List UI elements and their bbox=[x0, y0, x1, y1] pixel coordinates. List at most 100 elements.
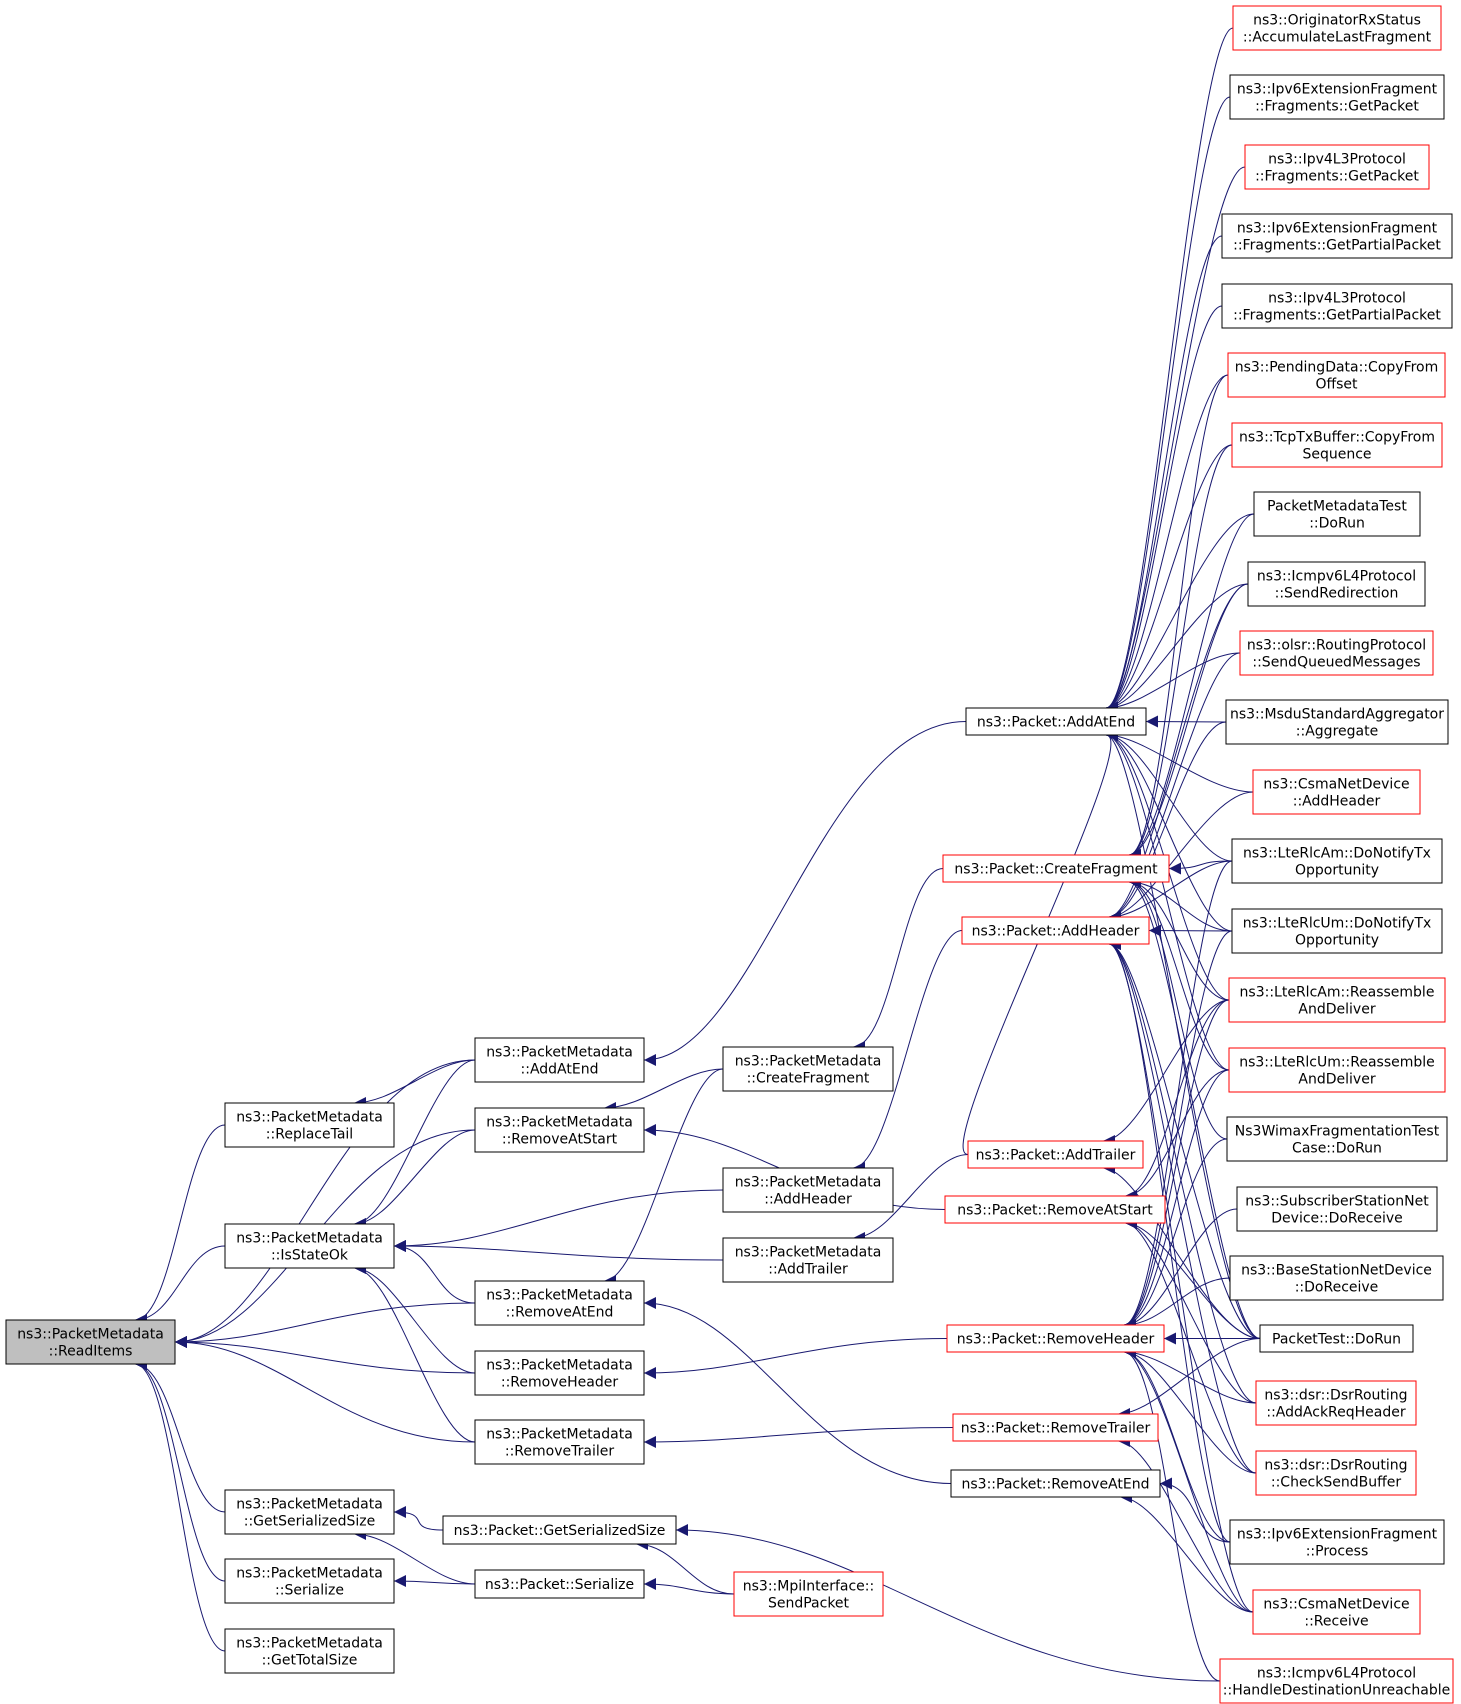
node-p-serialize[interactable]: ns3::Packet::Serialize bbox=[474, 1569, 645, 1599]
node-dsr-checksend[interactable]: ns3::dsr::DsrRouting::CheckSendBuffer bbox=[1255, 1450, 1417, 1496]
node-mpi-sendpacket[interactable]: ns3::MpiInterface::SendPacket bbox=[733, 1571, 884, 1617]
node-p-getserializedsize[interactable]: ns3::Packet::GetSerializedSize bbox=[442, 1515, 677, 1545]
edge-csma-receive-to-p-removetrailer bbox=[1117, 1435, 1254, 1613]
edge-ipv6frag-getpacket-to-p-addatend bbox=[1105, 96, 1231, 714]
node-label-line: ns3::PacketMetadata bbox=[236, 1231, 383, 1247]
node-label-line: ::RemoveTrailer bbox=[505, 1444, 614, 1460]
node-p-removeatend[interactable]: ns3::Packet::RemoveAtEnd bbox=[950, 1469, 1161, 1498]
node-icmpv6-handle[interactable]: ns3::Icmpv6L4Protocol::HandleDestination… bbox=[1219, 1658, 1454, 1704]
node-label-line: ns3::Ipv6ExtensionFragment bbox=[1237, 221, 1438, 237]
edge-lterlcum-notify-to-p-addatend bbox=[1105, 729, 1233, 932]
node-ipv4l3-getpartial[interactable]: ns3::Ipv4L3Protocol::Fragments::GetParti… bbox=[1221, 283, 1453, 329]
node-pm-addheader[interactable]: ns3::PacketMetadata::AddHeader bbox=[722, 1167, 894, 1213]
node-box bbox=[1229, 1519, 1445, 1565]
node-pm-getserializedsize[interactable]: ns3::PacketMetadata::GetSerializedSize bbox=[224, 1489, 395, 1535]
node-msdu-agg[interactable]: ns3::MsduStandardAggregator::Aggregate bbox=[1225, 699, 1449, 745]
node-box bbox=[224, 1628, 395, 1674]
node-box bbox=[1255, 1450, 1417, 1496]
node-icmpv6-sendredir[interactable]: ns3::Icmpv6L4Protocol::SendRedirection bbox=[1247, 561, 1426, 607]
node-p-removeheader[interactable]: ns3::Packet::RemoveHeader bbox=[946, 1324, 1165, 1353]
node-pm-removeheader[interactable]: ns3::PacketMetadata::RemoveHeader bbox=[474, 1350, 645, 1396]
edge-lterlcum-notify-to-p-addheader bbox=[1148, 924, 1233, 937]
edge-wimax-frag-to-p-createfragment bbox=[1128, 876, 1228, 1140]
node-label-line: ns3::PacketMetadata bbox=[236, 1636, 383, 1652]
node-box bbox=[1226, 1116, 1448, 1162]
node-box bbox=[722, 1046, 894, 1092]
edge-dsr-ackreq-to-p-removeheader bbox=[1123, 1346, 1257, 1404]
node-label-line: ::AddTrailer bbox=[768, 1262, 848, 1278]
node-p-addheader[interactable]: ns3::Packet::AddHeader bbox=[961, 916, 1150, 945]
node-pm-addatend[interactable]: ns3::PacketMetadata::AddAtEnd bbox=[474, 1037, 645, 1083]
node-orig-rx[interactable]: ns3::OriginatorRxStatus::AccumulateLastF… bbox=[1232, 5, 1442, 51]
node-label-line: ns3::PacketMetadata bbox=[486, 1045, 633, 1061]
node-box bbox=[1227, 352, 1446, 398]
node-olsr-send[interactable]: ns3::olsr::RoutingProtocol::SendQueuedMe… bbox=[1239, 630, 1434, 676]
node-label-line: ::RemoveAtEnd bbox=[506, 1305, 614, 1321]
node-box bbox=[474, 1350, 645, 1396]
node-p-addtrailer[interactable]: ns3::Packet::AddTrailer bbox=[967, 1140, 1144, 1169]
node-label-line: ::IsStateOk bbox=[271, 1248, 349, 1264]
node-p-createfragment[interactable]: ns3::Packet::CreateFragment bbox=[942, 854, 1170, 883]
edge-dsr-checksend-to-p-removeheader bbox=[1123, 1346, 1257, 1474]
node-label-line: ns3::PacketMetadata bbox=[17, 1327, 164, 1343]
node-pmtest-dorun[interactable]: PacketMetadataTest::DoRun bbox=[1253, 491, 1421, 537]
node-ipv6frag-getpartial[interactable]: ns3::Ipv6ExtensionFragment::Fragments::G… bbox=[1221, 213, 1453, 259]
edge-p-removetrailer-to-pm-removetrailer bbox=[643, 1427, 954, 1448]
node-pm-gettotalsize[interactable]: ns3::PacketMetadata::GetTotalSize bbox=[224, 1628, 395, 1674]
node-pm-createfragment[interactable]: ns3::PacketMetadata::CreateFragment bbox=[722, 1046, 894, 1092]
node-label-line: ::DoReceive bbox=[1295, 1280, 1379, 1296]
node-pm-removeatend[interactable]: ns3::PacketMetadata::RemoveAtEnd bbox=[474, 1280, 645, 1326]
node-label-line: ns3::BaseStationNetDevice bbox=[1241, 1263, 1432, 1279]
edge-icmpv6-handle-to-p-getserializedsize bbox=[675, 1524, 1221, 1682]
node-ipv4l3-getpacket[interactable]: ns3::Ipv4L3Protocol::Fragments::GetPacke… bbox=[1244, 144, 1430, 190]
node-csma-addheader[interactable]: ns3::CsmaNetDevice::AddHeader bbox=[1252, 769, 1421, 815]
edge-icmpv6-sendredir-to-p-addatend bbox=[1105, 583, 1249, 714]
node-label-line: PacketMetadataTest bbox=[1267, 499, 1407, 515]
node-box bbox=[1252, 1589, 1421, 1635]
edge-lterlcam-reasm-to-p-createfragment bbox=[1128, 876, 1230, 1001]
edge-p-addtrailer-to-pm-addtrailer bbox=[852, 1154, 969, 1244]
edge-lterlcam-reasm-to-p-removeheader bbox=[1123, 999, 1230, 1331]
node-ipv6frag-getpacket[interactable]: ns3::Ipv6ExtensionFragment::Fragments::G… bbox=[1229, 74, 1445, 120]
node-dsr-ackreq[interactable]: ns3::dsr::DsrRouting::AddAckReqHeader bbox=[1255, 1380, 1417, 1426]
node-pm-removetrailer[interactable]: ns3::PacketMetadata::RemoveTrailer bbox=[474, 1419, 645, 1465]
node-label-line: Opportunity bbox=[1295, 863, 1379, 879]
node-pm-addtrailer[interactable]: ns3::PacketMetadata::AddTrailer bbox=[722, 1237, 894, 1283]
node-label-line: Ns3WimaxFragmentationTest bbox=[1235, 1124, 1440, 1140]
edge-mpi-sendpacket-to-p-getserializedsize bbox=[635, 1538, 735, 1595]
node-pm-serialize[interactable]: ns3::PacketMetadata::Serialize bbox=[224, 1558, 395, 1604]
node-ipv6frag-process[interactable]: ns3::Ipv6ExtensionFragment::Process bbox=[1229, 1519, 1445, 1565]
node-p-addatend[interactable]: ns3::Packet::AddAtEnd bbox=[965, 707, 1147, 736]
edge-dsr-ackreq-to-p-addheader bbox=[1108, 938, 1257, 1404]
node-box bbox=[946, 1324, 1165, 1353]
node-label-line: Opportunity bbox=[1295, 933, 1379, 949]
node-pm-isstateok[interactable]: ns3::PacketMetadata::IsStateOk bbox=[224, 1223, 395, 1269]
node-bs-receive[interactable]: ns3::BaseStationNetDevice::DoReceive bbox=[1229, 1255, 1444, 1301]
node-ss-receive[interactable]: ns3::SubscriberStationNetDevice::DoRecei… bbox=[1236, 1186, 1438, 1232]
node-box bbox=[733, 1571, 884, 1617]
node-label-line: ::Serialize bbox=[275, 1583, 344, 1599]
edge-pm-removeheader-to-pm-isstateok bbox=[353, 1262, 476, 1374]
node-p-removeatstart[interactable]: ns3::Packet::RemoveAtStart bbox=[944, 1195, 1166, 1224]
edge-pmtest-dorun-to-p-createfragment bbox=[1128, 513, 1255, 861]
node-pm-replacetail[interactable]: ns3::PacketMetadata::ReplaceTail bbox=[224, 1102, 395, 1148]
node-box bbox=[1228, 1047, 1446, 1093]
edge-pm-gettotalsize-to-readitems bbox=[134, 1358, 226, 1652]
node-p-removetrailer[interactable]: ns3::Packet::RemoveTrailer bbox=[952, 1413, 1159, 1442]
node-csma-receive[interactable]: ns3::CsmaNetDevice::Receive bbox=[1252, 1589, 1421, 1635]
edge-packettest-to-p-addatend bbox=[1105, 729, 1261, 1339]
edge-lterlcam-notify-to-p-removeheader bbox=[1123, 860, 1233, 1331]
node-label-line: ::AccumulateLastFragment bbox=[1243, 30, 1432, 46]
node-packettest[interactable]: PacketTest::DoRun bbox=[1259, 1324, 1414, 1353]
node-readitems[interactable]: ns3::PacketMetadata::ReadItems bbox=[5, 1319, 176, 1365]
node-pm-removeatstart[interactable]: ns3::PacketMetadata::RemoveAtStart bbox=[474, 1107, 645, 1153]
node-label-line: ::Receive bbox=[1304, 1614, 1368, 1630]
node-label-line: ::AddHeader bbox=[1293, 794, 1381, 810]
